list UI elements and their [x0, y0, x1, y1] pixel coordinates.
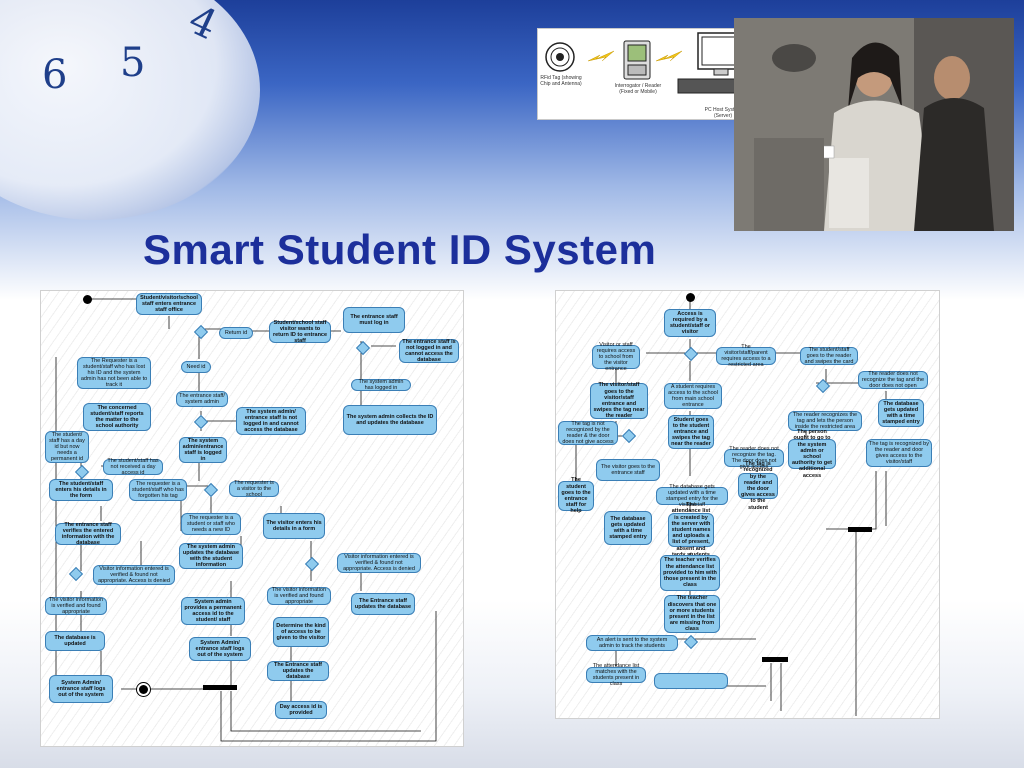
activity-node: The student/staff goes to the reader and… [800, 347, 858, 365]
activity-node: The system admin updates the database wi… [179, 543, 243, 569]
activity-node: The tag is not recognized by the reader … [558, 421, 618, 445]
activity-node: Day access id is provided [275, 701, 327, 719]
activity-node: The visitor goes to the entrance staff [596, 459, 660, 481]
student-photo [734, 18, 1014, 231]
activity-node: The visitor information is verified and … [45, 597, 107, 615]
clock-number: 6 [42, 52, 68, 98]
activity-node: The entrance staff must log in [343, 307, 405, 333]
activity-node: The entrance staff verifies the entered … [55, 522, 121, 546]
activity-node: Student/school staff visitor wants to re… [269, 320, 331, 344]
activity-node: System admin provides a permanent access… [181, 597, 245, 625]
rfid-tag-icon [545, 42, 575, 72]
activity-node: The attendance list matches with the stu… [586, 663, 646, 687]
activity-node: The person ought to go to the system adm… [788, 429, 836, 479]
left-activity-diagram: Student/visitor/school staff enters entr… [40, 290, 464, 747]
activity-node: An alert is sent to the system admin to … [586, 635, 678, 651]
activity-node [654, 673, 728, 689]
activity-node: The reader recognizes the tag and lets t… [788, 411, 862, 431]
activity-node: The attendance list is created by the se… [668, 502, 714, 558]
activity-node: The student/ staff has a day id but now … [45, 431, 89, 463]
reader-label: Interrogator / Reader (Fixed or Mobile) [614, 83, 662, 95]
activity-node: Access is required by a student/staff or… [664, 309, 716, 337]
activity-node: The teacher discovers that one or more s… [664, 595, 720, 633]
activity-node: The entrance staff/ system admin [176, 391, 228, 407]
activity-node: A student requires access to the school … [664, 383, 722, 409]
activity-node: The concerned student/staff reports the … [83, 403, 151, 431]
activity-node: The system admin/entrance staff is logge… [179, 437, 227, 463]
signal-bolt-icon [655, 50, 683, 62]
signal-bolt-icon [587, 50, 615, 62]
activity-node: The visitor enters his details in a form [263, 513, 325, 539]
activity-node: The Entrance staff updates the database [351, 593, 415, 615]
activity-node: Student/visitor/school staff enters entr… [136, 293, 202, 315]
activity-node: Student goes to the student entrance and… [668, 415, 714, 449]
activity-node: The visitor/staff/parent requires access… [716, 344, 776, 368]
activity-node: The requester is a student or staff who … [181, 513, 241, 535]
activity-node: Visitor or staff requires access to scho… [592, 342, 640, 372]
activity-node: The visitor/staff goes to the visitor/st… [590, 382, 648, 419]
activity-node: The student/staff has not received a day… [103, 458, 163, 476]
end-node [139, 685, 148, 694]
activity-node: The visitor information is verified and … [267, 587, 331, 605]
sync-bar [203, 685, 237, 690]
activity-node: The student/staff enters his details in … [49, 479, 113, 501]
sync-bar [848, 527, 872, 532]
activity-node: The requester is a student/staff who has… [129, 479, 187, 501]
activity-node: The reader does not recognize the tag. T… [724, 446, 784, 470]
activity-node: System Admin/ entrance staff logs out of… [189, 637, 251, 661]
activity-node: The tag is recognized by the reader and … [738, 461, 778, 511]
clock-number: 5 [120, 40, 146, 86]
activity-node: The Requester is a student/staff who has… [77, 357, 151, 389]
activity-node: System Admin/ entrance staff logs out of… [49, 675, 113, 703]
slide-title: Smart Student ID System [143, 226, 657, 273]
rfid-tag-label: RFid Tag (showing Chip and Antenna) [540, 75, 582, 87]
activity-node: Return id [219, 327, 253, 339]
activity-node: The database gets updated with a time st… [604, 511, 652, 545]
activity-node: The system admin/ entrance staff is not … [236, 407, 306, 435]
activity-node: The system admin collects the ID and upd… [343, 405, 437, 435]
activity-node: The student goes to the entrance staff f… [558, 477, 594, 514]
activity-node: The requester is a visitor to the school [229, 480, 279, 498]
activity-node: Determine the kind of access to be given… [273, 617, 329, 647]
activity-node: The entrance staff is not logged in and … [399, 339, 459, 363]
start-node [686, 293, 695, 302]
reader-device-icon [623, 40, 651, 80]
activity-node: The database is updated [45, 631, 105, 651]
activity-node: The system admin has logged in [351, 379, 411, 391]
activity-node: The tag is recognized by the reader and … [866, 439, 932, 467]
activity-node: Need id [181, 361, 211, 373]
activity-node: The Entrance staff updates the database [267, 661, 329, 681]
host-label: PC Host System (Server) [704, 107, 742, 119]
sync-bar [762, 657, 788, 662]
activity-node: The database gets updated with a time st… [878, 399, 924, 427]
activity-node: Visitor information entered is verified … [337, 553, 421, 573]
activity-node: The reader does not recognize the tag an… [858, 371, 928, 389]
activity-node: Visitor information entered is verified … [93, 565, 175, 585]
start-node [83, 295, 92, 304]
activity-node: The teacher verifies the attendance list… [660, 555, 720, 591]
right-activity-diagram: Access is required by a student/staff or… [555, 290, 940, 719]
